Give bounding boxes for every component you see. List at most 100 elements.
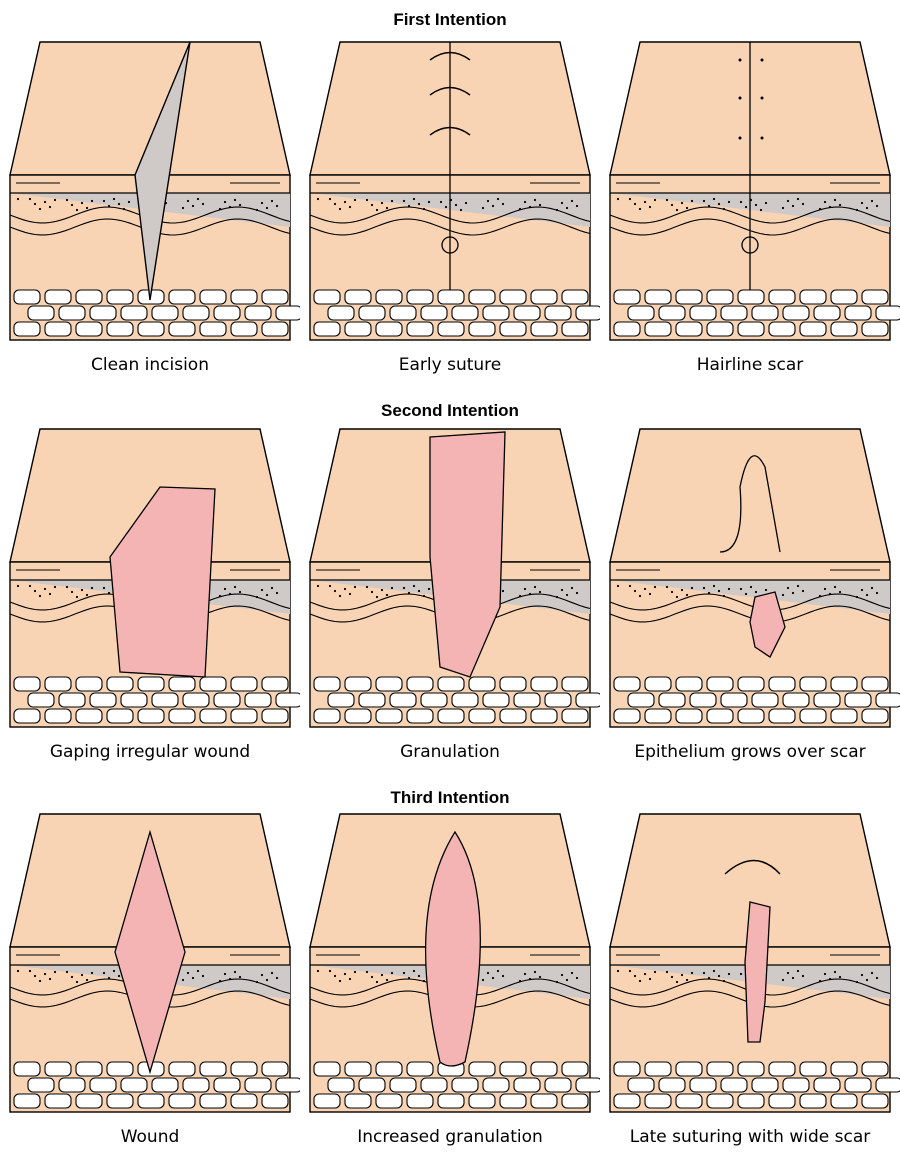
- fat-cell: [707, 290, 733, 304]
- dermis-dot: [492, 977, 494, 979]
- fat-cell: [28, 693, 54, 707]
- fat-cell: [800, 322, 826, 336]
- panel-epithelium: Epithelium grows over scar: [600, 427, 900, 772]
- dermis-dot: [81, 202, 83, 204]
- fat-cell: [862, 709, 888, 723]
- fat-cell: [783, 693, 809, 707]
- fat-cell: [45, 677, 71, 691]
- fat-cell: [76, 290, 102, 304]
- dermis-dot: [428, 201, 430, 203]
- fat-cell: [14, 290, 40, 304]
- fat-cell: [407, 290, 433, 304]
- fat-cell: [752, 306, 778, 320]
- dermis-dot: [381, 202, 383, 204]
- fat-cell: [359, 1078, 385, 1092]
- fat-cell: [769, 709, 795, 723]
- dermis-dot: [229, 978, 231, 980]
- dermis-dot: [681, 202, 683, 204]
- fat-cell: [407, 677, 433, 691]
- fat-cell: [152, 306, 178, 320]
- fat-cell: [107, 290, 133, 304]
- dermis-dot: [197, 198, 199, 200]
- dermis-dot: [676, 596, 678, 598]
- dermis-dot: [760, 209, 762, 211]
- dermis-dot: [403, 200, 405, 202]
- dermis-dot: [49, 978, 51, 980]
- fat-cell: [831, 290, 857, 304]
- fat-cell: [376, 322, 402, 336]
- dermis-dot: [17, 198, 19, 200]
- caption-wound: Wound: [0, 1127, 300, 1147]
- fat-cell: [783, 1078, 809, 1092]
- dermis-dot: [39, 208, 41, 210]
- fat-cell: [469, 709, 495, 723]
- dermis-dot: [49, 206, 51, 208]
- dermis-dot: [686, 594, 688, 596]
- dermis-dot: [644, 588, 646, 590]
- fat-cell: [500, 1094, 526, 1108]
- fat-cell: [90, 306, 116, 320]
- caption-early-suture: Early suture: [300, 355, 600, 375]
- fat-cell: [500, 677, 526, 691]
- dermis-dot: [576, 592, 578, 594]
- dermis-dot: [839, 976, 841, 978]
- dermis-dot: [487, 200, 489, 202]
- fat-cell: [783, 306, 809, 320]
- fat-cell: [738, 1094, 764, 1108]
- fat-cell: [769, 1062, 795, 1076]
- fat-cell: [314, 290, 340, 304]
- fat-cell: [121, 306, 147, 320]
- fat-cell: [214, 1078, 240, 1092]
- dermis-dot: [219, 980, 221, 982]
- fat-cell: [421, 1078, 447, 1092]
- dermis-dot: [344, 201, 346, 203]
- fat-cell: [721, 693, 747, 707]
- dermis-dot: [571, 972, 573, 974]
- dermis-dot: [403, 587, 405, 589]
- dermis-dot: [91, 972, 93, 974]
- dermis-dot: [566, 594, 568, 596]
- dermis-dot: [502, 590, 504, 592]
- dermis-dot: [691, 972, 693, 974]
- fat-cell: [262, 290, 288, 304]
- fat-cell: [862, 1094, 888, 1108]
- dermis-dot: [224, 588, 226, 590]
- dermis-dot: [723, 595, 725, 597]
- dermis-dot: [539, 976, 541, 978]
- fat-cell: [200, 322, 226, 336]
- dermis-dot: [797, 585, 799, 587]
- fat-cell: [438, 1094, 464, 1108]
- dermis-dot: [703, 972, 705, 974]
- fat-cell: [183, 306, 209, 320]
- dermis-dot: [408, 977, 410, 979]
- dermis-dot: [276, 977, 278, 979]
- fat-cell: [514, 306, 540, 320]
- fat-cell: [721, 1078, 747, 1092]
- dermis-dot: [344, 973, 346, 975]
- dermis-dot: [654, 971, 656, 973]
- dermis-dot: [797, 970, 799, 972]
- fat-cell: [531, 709, 557, 723]
- fat-cell: [45, 1094, 71, 1108]
- suture-mark: [739, 59, 742, 62]
- dermis-dot: [728, 973, 730, 975]
- dermis-dot: [103, 972, 105, 974]
- dermis-dot: [460, 209, 462, 211]
- dermis-dot: [118, 975, 120, 977]
- dermis-dot: [239, 976, 241, 978]
- fat-cell: [345, 290, 371, 304]
- dermis-dot: [566, 979, 568, 981]
- fat-cell: [107, 677, 133, 691]
- caption-granulation: Granulation: [300, 742, 600, 762]
- dermis-dot: [876, 205, 878, 207]
- dermis-dot: [861, 589, 863, 591]
- illustration-early-suture: [300, 40, 600, 385]
- fat-cell: [200, 1062, 226, 1076]
- dermis-dot: [118, 203, 120, 205]
- fat-cell: [628, 306, 654, 320]
- fat-cell: [645, 1094, 671, 1108]
- dermis-dot: [317, 198, 319, 200]
- dermis-dot: [219, 595, 221, 597]
- dermis-dot: [639, 980, 641, 982]
- dermis-dot: [54, 971, 56, 973]
